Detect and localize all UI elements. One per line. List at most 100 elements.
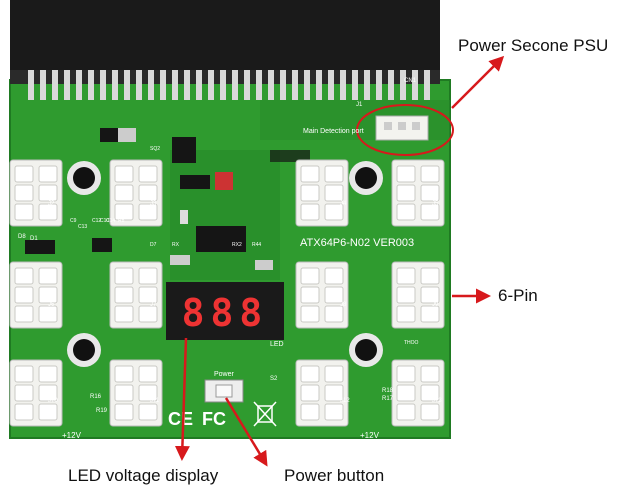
designator-label: J3: [150, 201, 157, 207]
connector-pin: [412, 70, 418, 100]
designator-label: J13: [432, 398, 442, 404]
connector-pin: [40, 70, 46, 100]
designator-label: CN1: [404, 78, 417, 84]
connector-pin: [316, 70, 322, 100]
callout-led-display: LED voltage display: [68, 466, 219, 485]
six-pin-connector: [391, 159, 445, 227]
component-label: RX: [172, 242, 180, 248]
connector-pin: [124, 70, 130, 100]
component-label: C10: [100, 218, 109, 224]
callout-power-button: Power button: [284, 466, 385, 485]
six-pin-connector: [109, 159, 163, 227]
connector-pin: [340, 70, 346, 100]
designator-label: R18: [382, 388, 394, 394]
designator-label: J1: [356, 102, 363, 108]
six-pin-connector: [295, 261, 349, 329]
connector-pin: [388, 70, 394, 100]
six-pin-connector: [9, 359, 63, 427]
connector-pin: [304, 70, 310, 100]
six-pin-connector: [109, 261, 163, 329]
designator-label: J9: [432, 302, 439, 308]
connector-pin: [352, 70, 358, 100]
arrow-power-psu: [451, 55, 505, 109]
designator-label: J12: [340, 398, 350, 404]
component-label: R44: [252, 242, 261, 248]
connector-pin: [136, 70, 142, 100]
six-pin-connector: [295, 359, 349, 427]
designator-label: J5: [432, 201, 439, 207]
designator-label: R16: [90, 394, 102, 400]
edge-connector: [10, 0, 440, 70]
led-indicator: [215, 172, 233, 190]
mounting-hole: [67, 161, 101, 195]
connector-pin: [196, 70, 202, 100]
component-label: THOO: [404, 340, 419, 346]
connector-pin: [88, 70, 94, 100]
arrow-power-button: [224, 397, 268, 467]
detection-port-highlight: [356, 104, 454, 156]
fc-mark: FC: [202, 409, 226, 429]
connector-pin: [172, 70, 178, 100]
designator-label: D1: [30, 236, 38, 242]
connector-pin: [328, 70, 334, 100]
connector-pin: [64, 70, 70, 100]
designator-label: J2: [48, 201, 55, 207]
connector-pin: [148, 70, 154, 100]
power-label: Power: [214, 371, 235, 378]
six-pin-connector: [109, 359, 163, 427]
connector-pin: [268, 70, 274, 100]
component-label: C14: [106, 218, 115, 224]
chip: [172, 137, 196, 163]
connector-pin: [220, 70, 226, 100]
component-label: D7: [150, 242, 157, 248]
component-label: C9: [70, 218, 77, 224]
designator-label: J8: [340, 302, 347, 308]
plus12v-left: +12V: [62, 431, 82, 440]
component-label: R8: [118, 218, 125, 224]
connector-pin: [400, 70, 406, 100]
plus12v-right: +12V: [360, 431, 380, 440]
led-display: [166, 282, 284, 340]
connector-pin: [292, 70, 298, 100]
connector-pin: [232, 70, 238, 100]
mounting-hole: [349, 333, 383, 367]
six-pin-connector: [295, 159, 349, 227]
designator-label: S2: [270, 376, 278, 382]
designator-label: J7: [150, 302, 157, 308]
connector-pin: [244, 70, 250, 100]
designator-label: J4: [340, 201, 347, 207]
connector-pin: [208, 70, 214, 100]
designator-label: R19: [96, 408, 108, 414]
component-label: SQ2: [150, 146, 160, 152]
component-label: C13: [78, 224, 87, 230]
connector-pin: [280, 70, 286, 100]
display-digits: 888: [182, 291, 269, 335]
board-model: ATX64P6-N02 VER003: [300, 237, 414, 249]
callout-six-pin: 6-Pin: [498, 286, 538, 305]
designator-label: D8: [18, 234, 26, 240]
designator-label: J11: [150, 398, 160, 404]
connector-pin: [28, 70, 34, 100]
arrow-led-display: [174, 337, 190, 461]
connector-pins: [28, 70, 430, 100]
designator-label: J10: [48, 398, 58, 404]
connector-pin: [364, 70, 370, 100]
connector-pin: [424, 70, 430, 100]
six-pin-connector: [391, 359, 445, 427]
six-pin-connector: [9, 261, 63, 329]
connector-pin: [52, 70, 58, 100]
led-label: LED: [270, 341, 284, 348]
ce-mark: CE: [168, 409, 193, 429]
connector-pin: [112, 70, 118, 100]
component-label: RX2: [232, 242, 242, 248]
callout-power-psu: Power Secone PSU: [458, 36, 609, 55]
six-pin-connector: [391, 261, 445, 329]
component-label: C12: [92, 218, 101, 224]
connector-pin: [376, 70, 382, 100]
connector-pin: [160, 70, 166, 100]
detection-port-label: Main Detection port: [303, 128, 364, 135]
designator-label: J6: [48, 302, 55, 308]
connector-pin: [256, 70, 262, 100]
